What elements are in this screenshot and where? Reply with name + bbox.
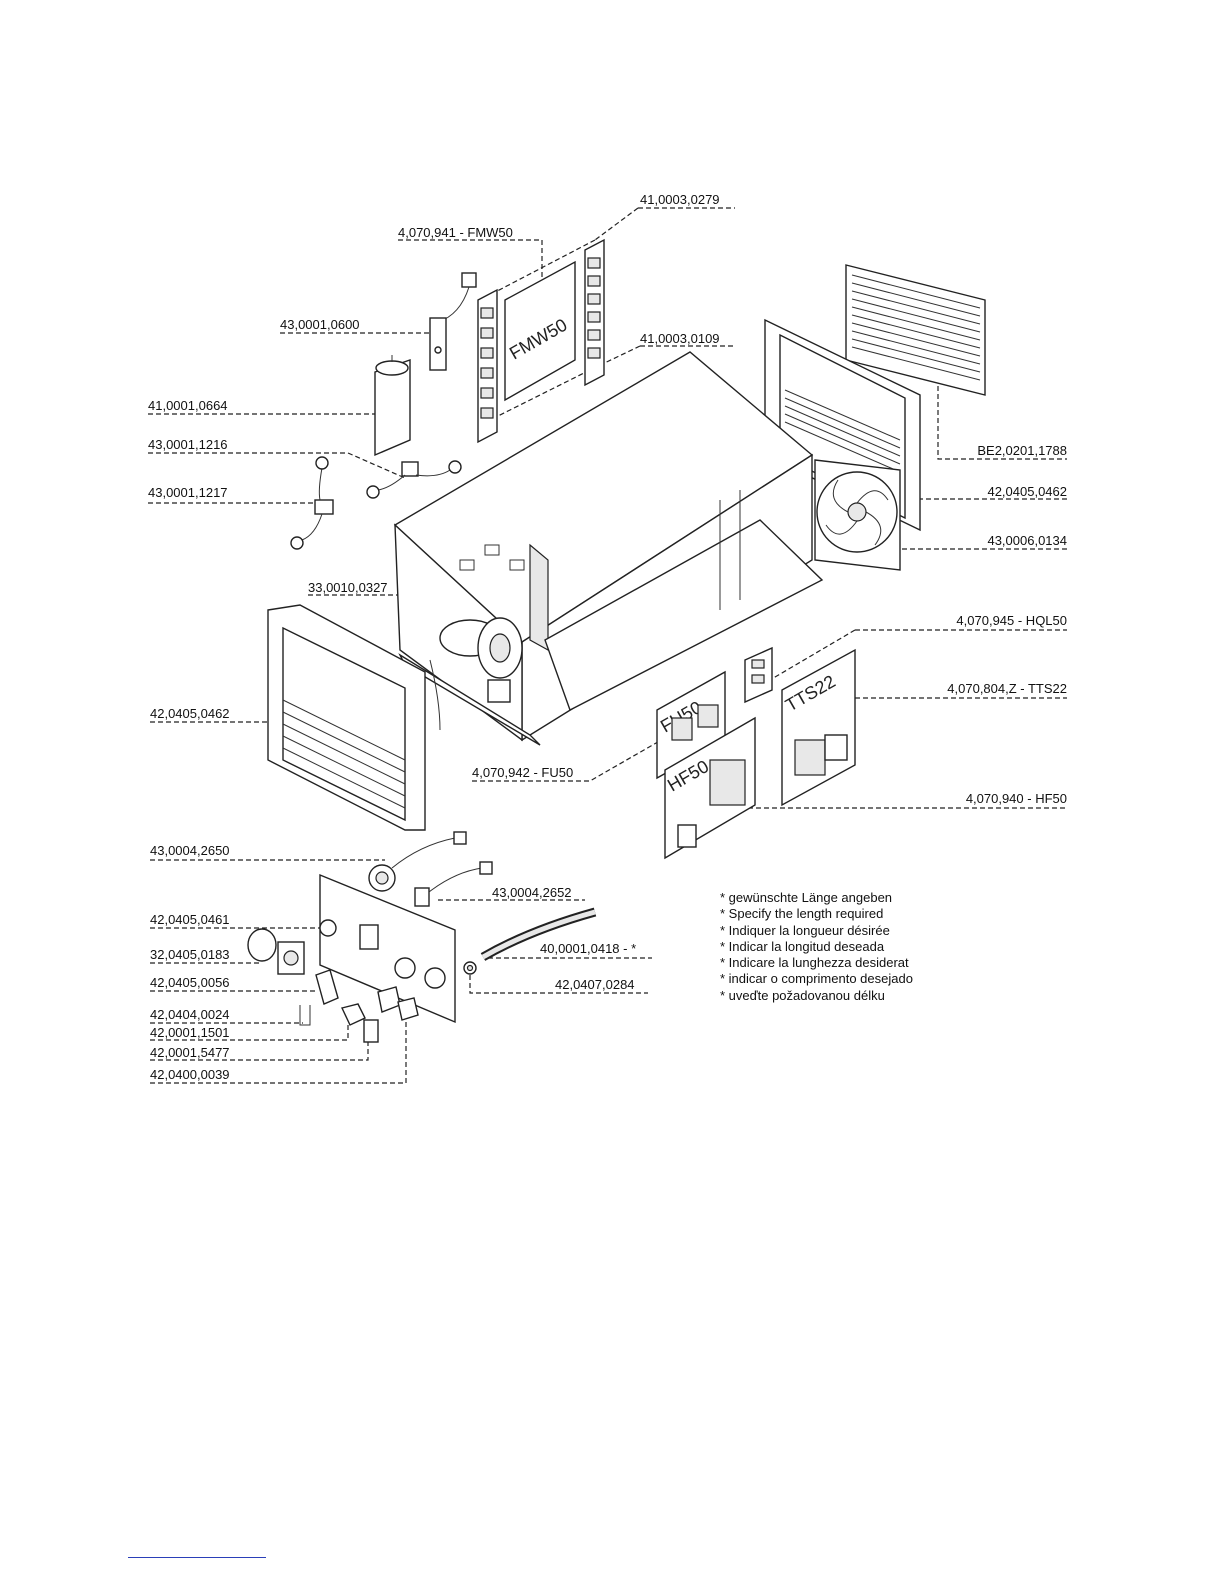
label-4070804-tts22: 4,070,804,Z - TTS22 — [947, 681, 1067, 696]
rear-grille — [845, 264, 986, 396]
front-frame — [267, 604, 426, 831]
label-4070945-hql50: 4,070,945 - HQL50 — [956, 613, 1067, 628]
note-line-es: * Indicar la longitud deseada — [720, 938, 885, 954]
fmw50-board: FMW50 — [504, 260, 576, 402]
label-41-0003-0279: 41,0003,0279 — [640, 192, 720, 207]
label-43-0001-1216: 43,0001,1216 — [148, 437, 228, 452]
contact-bar-left — [477, 288, 498, 444]
note-line-cs: * uveďte požadovanou délku — [720, 987, 885, 1003]
label-40-0001-0418: 40,0001,0418 - * — [540, 941, 637, 956]
note-line-fr: * Indiquer la longueur désirée — [720, 922, 890, 938]
note-line-de: * gewünschte Länge angeben — [720, 890, 893, 905]
hf50-board: HF50 — [664, 716, 756, 860]
fitting-5477 — [363, 986, 401, 1043]
label-43-0004-2650: 43,0004,2650 — [150, 843, 230, 858]
label-4070941-fmw50: 4,070,941 - FMW50 — [398, 225, 513, 240]
label-42-0405-0462-left: 42,0405,0462 — [150, 706, 230, 721]
hql50-board — [744, 646, 773, 704]
tts22-board: TTS22 — [781, 648, 856, 807]
leader-lines — [148, 207, 1067, 1084]
label-be2-0201-1788: BE2,0201,1788 — [977, 443, 1067, 458]
label-33-0010-0327: 33,0010,0327 — [308, 580, 388, 595]
length-notes: * gewünschte Länge angeben * Specify the… — [720, 890, 913, 1004]
label-4070942-fu50: 4,070,942 - FU50 — [472, 765, 574, 780]
cable-harness-2650 — [368, 831, 467, 892]
label-43-0001-1217: 43,0001,1217 — [148, 485, 228, 500]
cable-harness-2652 — [414, 861, 493, 907]
spring-clip — [299, 1005, 311, 1026]
hose — [480, 907, 597, 961]
contact-bar-right — [584, 238, 605, 387]
knob — [247, 928, 305, 975]
label-43-0001-0600: 43,0001,0600 — [280, 317, 360, 332]
note-line-pt: * indicar o comprimento desejado — [720, 971, 913, 987]
label-42-0405-0461: 42,0405,0461 — [150, 912, 230, 927]
footer-rule — [128, 1557, 266, 1558]
fan — [814, 459, 901, 571]
note-line-en: * Specify the length required — [720, 906, 884, 922]
label-32-0405-0183: 32,0405,0183 — [150, 947, 230, 962]
label-42-0407-0284: 42,0407,0284 — [555, 977, 635, 992]
label-41-0003-0109: 41,0003,0109 — [640, 331, 720, 346]
label-4070940-hf50: 4,070,940 - HF50 — [965, 791, 1067, 806]
label-42-0400-0039: 42,0400,0039 — [150, 1067, 230, 1082]
label-43-0006-0134: 43,0006,0134 — [987, 533, 1067, 548]
ring-terminal-cable-2 — [290, 456, 334, 550]
label-42-0001-5477: 42,0001,5477 — [150, 1045, 230, 1060]
clip-0056 — [315, 969, 339, 1005]
component-block — [374, 355, 411, 457]
label-42-0404-0024: 42,0404,0024 — [150, 1007, 230, 1022]
label-42-0405-0462-right: 42,0405,0462 — [987, 484, 1067, 499]
cable-with-plug — [429, 272, 477, 371]
ring-terminal-cable-1 — [366, 460, 462, 499]
front-panel — [319, 873, 456, 1024]
label-43-0004-2652: 43,0004,2652 — [492, 885, 572, 900]
nut-1501 — [341, 1003, 366, 1026]
fitting-0039 — [397, 997, 419, 1021]
label-41-0001-0664: 41,0001,0664 — [148, 398, 228, 413]
note-line-it: * Indicare la lunghezza desiderat — [720, 955, 909, 971]
label-42-0001-1501: 42,0001,1501 — [150, 1025, 230, 1040]
toroid-coil — [429, 617, 523, 731]
label-42-0405-0056: 42,0405,0056 — [150, 975, 230, 990]
washer — [463, 961, 477, 975]
